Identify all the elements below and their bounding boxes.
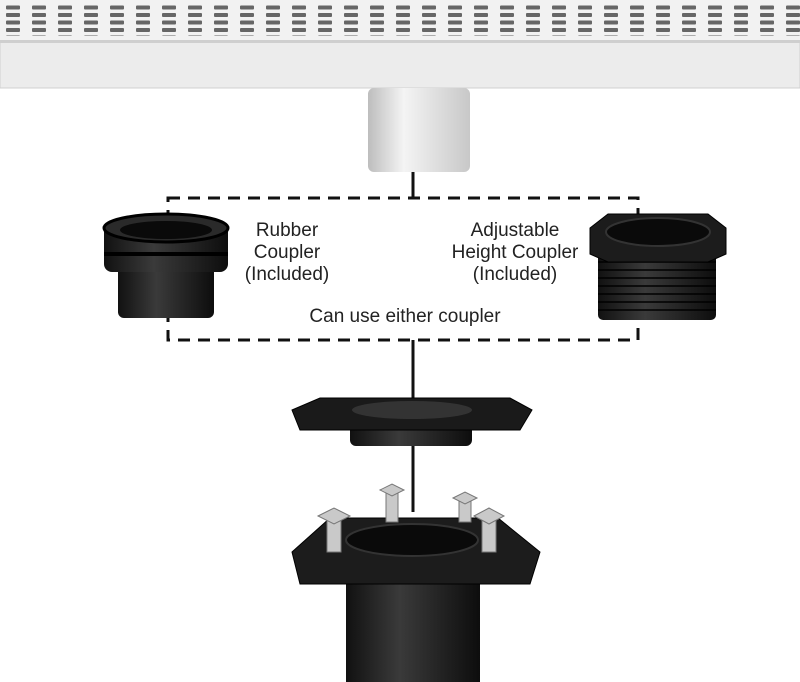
drain-outlet-pipe (368, 88, 470, 172)
rubber-coupler-image (102, 212, 230, 318)
label-line: Adjustable (470, 220, 560, 241)
rubber-coupler-label: Rubber Coupler (Included) (232, 220, 342, 286)
adjustable-coupler-label: Adjustable Height Coupler (Included) (440, 220, 590, 286)
label-line: (Included) (244, 264, 330, 285)
drain-body-image (291, 483, 541, 682)
linear-drain-channel (0, 0, 800, 89)
label-line: Coupler (253, 242, 321, 263)
adjustable-height-coupler-image (589, 213, 727, 320)
either-coupler-note: Can use either coupler (309, 306, 501, 327)
bolt-icons (316, 483, 506, 553)
label-line: Rubber (255, 220, 319, 241)
label-line: Height Coupler (451, 242, 579, 263)
clamping-ring-image (291, 397, 533, 446)
label-line: (Included) (472, 264, 558, 285)
